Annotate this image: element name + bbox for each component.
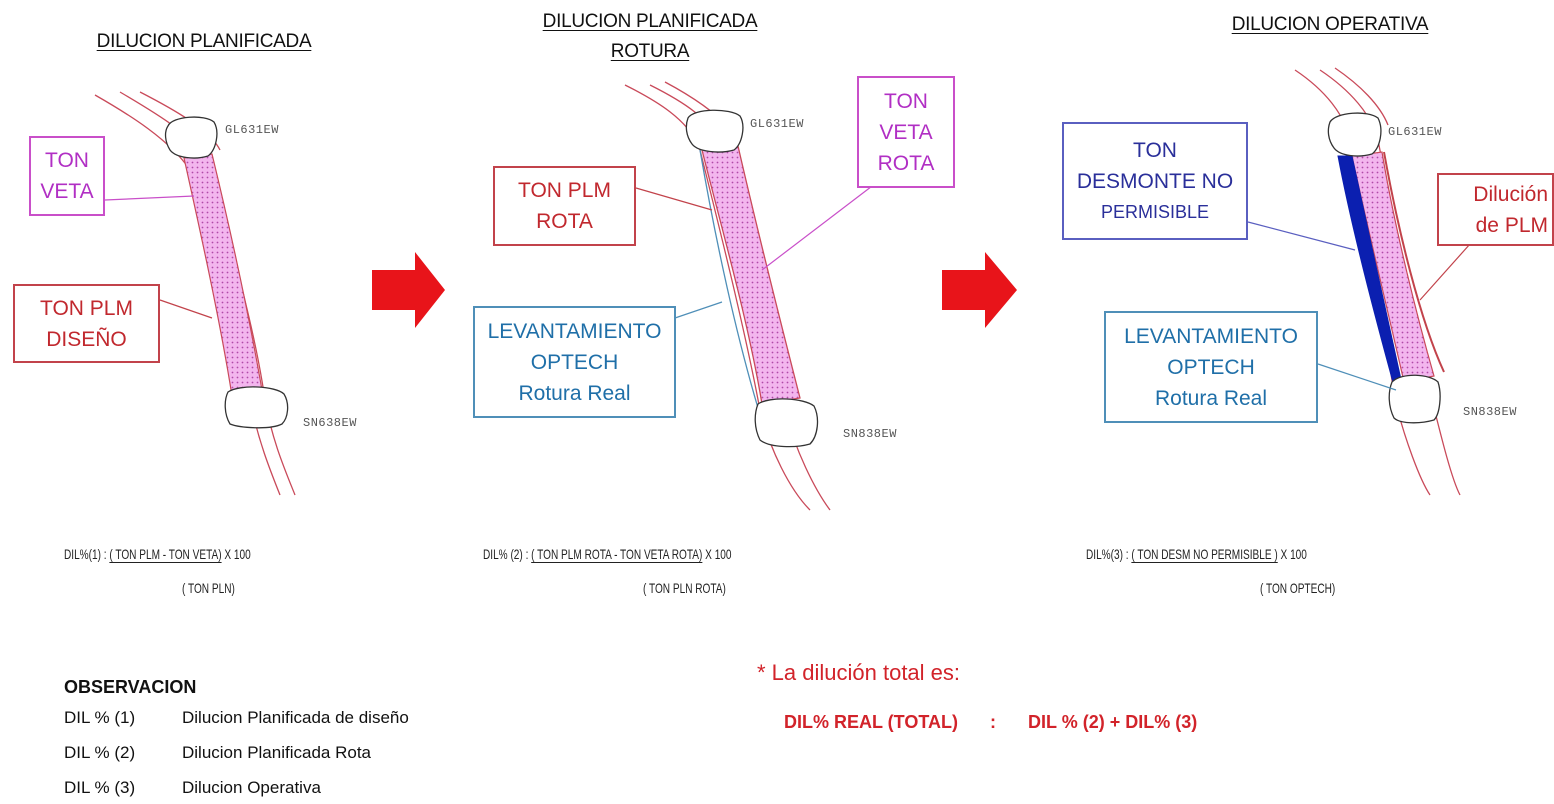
- formula-1-numerator: ( TON PLM - TON VETA): [109, 546, 222, 562]
- formula-3-factor: X 100: [1280, 546, 1307, 562]
- observacion-row-3: DIL % (3) Dilucion Operativa: [64, 778, 321, 798]
- callout-ton-veta-rota-line-1: TON: [884, 89, 928, 113]
- callout-dilucion-plm-line-2: de PLM: [1475, 213, 1548, 237]
- panel-1-top-gallery: [164, 116, 218, 159]
- total-expression: DIL % (2) + DIL% (3): [1028, 712, 1198, 732]
- observacion-row-1: DIL % (1) Dilucion Planificada de diseño: [64, 708, 409, 728]
- arrow-right-2: [942, 252, 1017, 328]
- panel-2-leader-veta-rota: [761, 179, 881, 271]
- panel-3-vein-body: [1351, 151, 1435, 383]
- total-label: DIL% REAL (TOTAL): [784, 712, 958, 732]
- callout-ton-veta-line-2: VETA: [40, 180, 94, 203]
- formula-3: DIL%(3) : ( TON DESM NO PERMISIBLE ) X 1…: [1086, 546, 1307, 562]
- callout-ton-plm-rota-line-2: ROTA: [536, 210, 593, 233]
- callout-ton-plm-diseno: TON PLM DISEÑO: [13, 284, 160, 363]
- formula-1-prefix: DIL%(1) :: [64, 546, 107, 562]
- panel-2-leader-plm-rota: [635, 187, 713, 211]
- observacion-row-1-text: Dilucion Planificada de diseño: [182, 708, 409, 727]
- panel-3-drawing: [1247, 67, 1471, 496]
- panel-1-bottom-gallery: [224, 386, 289, 429]
- formula-3-numerator: ( TON DESM NO PERMISIBLE ): [1131, 546, 1278, 562]
- panel-2-vein-body: [701, 145, 801, 405]
- panel-1-vein-body: [183, 153, 263, 397]
- observacion-row-3-code: DIL % (3): [64, 778, 136, 797]
- observacion-row-2-code: DIL % (2): [64, 743, 136, 762]
- panel-3-plm-dilution-line: [1383, 151, 1445, 373]
- observacion-title: OBSERVACION: [64, 677, 197, 697]
- panel-2-breakage-outline: [699, 149, 759, 409]
- callout-ton-veta: TON VETA: [29, 136, 105, 216]
- callout-ton-desmonte-line-3: PERMISIBLE: [1100, 201, 1210, 222]
- callout-levantamiento-3-line-2: OPTECH: [1167, 355, 1255, 379]
- panel-1-leader-veta: [104, 195, 195, 201]
- callout-dilucion-plm-line-1: Dilución: [1473, 182, 1548, 206]
- observacion-row-2: DIL % (2) Dilucion Planificada Rota: [64, 743, 371, 763]
- panel-1-title: DILUCION PLANIFICADA: [96, 31, 312, 52]
- panel-2-title: DILUCION PLANIFICADA ROTURA: [515, 7, 785, 67]
- panel-3-leader-levantamiento: [1317, 363, 1397, 391]
- total-formula: DIL% REAL (TOTAL) : DIL % (2) + DIL% (3): [784, 712, 1197, 733]
- callout-levantamiento-2-line-3: Rotura Real: [518, 381, 631, 405]
- observacion-row-2-text: Dilucion Planificada Rota: [182, 743, 371, 762]
- formula-1-denominator: ( TON PLN): [182, 580, 235, 596]
- callout-ton-plm-diseno-line-1: TON PLM: [40, 296, 133, 320]
- panel-1-bottom-gallery-label: SN638EW: [303, 416, 357, 430]
- formula-1-factor: X 100: [224, 546, 251, 562]
- callout-levantamiento-3: LEVANTAMIENTO OPTECH Rotura Real: [1104, 311, 1318, 423]
- formula-3-prefix: DIL%(3) :: [1086, 546, 1129, 562]
- formula-2: DIL% (2) : ( TON PLM ROTA - TON VETA ROT…: [483, 546, 732, 562]
- callout-levantamiento-2: LEVANTAMIENTO OPTECH Rotura Real: [473, 306, 676, 418]
- observacion-row-3-text: Dilucion Operativa: [182, 778, 321, 797]
- panel-2-top-gallery: [685, 109, 744, 153]
- callout-levantamiento-2-line-2: OPTECH: [530, 350, 619, 374]
- panel-2-title-line-1: DILUCION PLANIFICADA: [542, 11, 758, 32]
- panel-3-bottom-gallery: [1388, 374, 1441, 424]
- panel-3-bottom-gallery-label: SN838EW: [1463, 405, 1517, 419]
- observacion-row-1-code: DIL % (1): [64, 708, 136, 727]
- total-separator: :: [990, 712, 997, 732]
- panel-1-leader-plm: [159, 299, 213, 319]
- callout-ton-desmonte: TON DESMONTE NO PERMISIBLE: [1062, 122, 1248, 240]
- panel-2-bottom-gallery-label: SN838EW: [843, 427, 897, 441]
- callout-ton-desmonte-line-1: TON: [1133, 138, 1177, 162]
- callout-ton-plm-rota-line-1: TON PLM: [518, 179, 611, 202]
- callout-levantamiento-3-line-3: Rotura Real: [1154, 386, 1268, 410]
- panel-2-leader-levantamiento: [674, 301, 723, 319]
- formula-1: DIL%(1) : ( TON PLM - TON VETA) X 100: [64, 546, 251, 562]
- panel-3-leader-desmonte: [1247, 221, 1356, 251]
- panel-1-top-gallery-label: GL631EW: [225, 123, 279, 137]
- panel-3-top-gallery-label: GL631EW: [1388, 125, 1442, 139]
- arrow-right-1: [372, 252, 445, 328]
- panel-3-leader-dilucion-plm: [1419, 243, 1471, 301]
- callout-ton-plm-rota: TON PLM ROTA: [493, 166, 636, 246]
- formula-3-denominator: ( TON OPTECH): [1260, 580, 1336, 596]
- callout-ton-veta-line-1: TON: [45, 149, 89, 172]
- callout-ton-plm-diseno-line-2: DISEÑO: [46, 327, 127, 351]
- callout-ton-desmonte-line-2: DESMONTE NO: [1076, 169, 1234, 193]
- total-title: * La dilución total es:: [757, 660, 961, 685]
- panel-2-bottom-gallery: [754, 398, 819, 448]
- formula-2-denominator: ( TON PLN ROTA): [643, 580, 726, 596]
- panel-3-title: DILUCION OPERATIVA: [1231, 14, 1429, 35]
- callout-ton-veta-rota-line-2: VETA: [879, 120, 933, 144]
- panel-2-title-line-2: ROTURA: [610, 41, 690, 62]
- callout-ton-veta-rota: TON VETA ROTA: [857, 76, 955, 188]
- panel-1-drawing: [94, 91, 296, 496]
- callout-levantamiento-3-line-1: LEVANTAMIENTO: [1124, 324, 1298, 348]
- callout-levantamiento-2-line-1: LEVANTAMIENTO: [487, 319, 662, 343]
- panel-2-top-gallery-label: GL631EW: [750, 117, 804, 131]
- callout-ton-veta-rota-line-3: ROTA: [877, 151, 935, 175]
- panel-2-drawing: [624, 81, 881, 511]
- formula-2-factor: X 100: [705, 546, 732, 562]
- callout-dilucion-plm: Dilución de PLM: [1437, 173, 1554, 246]
- formula-2-prefix: DIL% (2) :: [483, 546, 529, 562]
- panel-3-top-gallery: [1327, 112, 1382, 157]
- formula-2-numerator: ( TON PLM ROTA - TON VETA ROTA): [531, 546, 703, 562]
